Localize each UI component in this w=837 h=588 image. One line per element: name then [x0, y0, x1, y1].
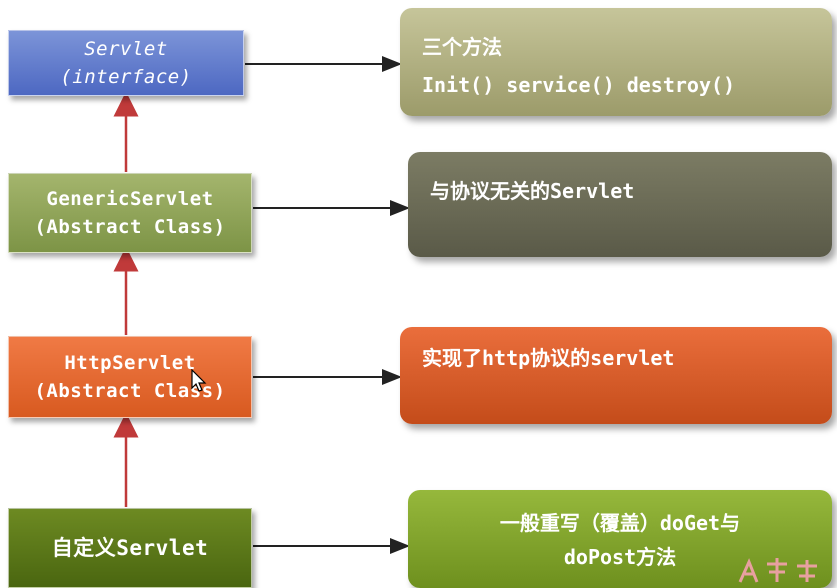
generic-servlet-kind: (Abstract Class) — [34, 216, 226, 238]
custom-note-line1: 一般重写（覆盖）doGet与 — [499, 511, 741, 535]
http-servlet-kind: (Abstract Class) — [34, 380, 226, 402]
servlet-kind: (interface) — [60, 66, 192, 88]
custom-servlet-title: 自定义Servlet — [51, 536, 209, 560]
servlet-note-heading: 三个方法 — [422, 35, 502, 59]
http-servlet-title: HttpServlet — [64, 352, 196, 374]
custom-servlet-box: 自定义Servlet — [8, 508, 252, 588]
generic-servlet-title: GenericServlet — [46, 188, 214, 210]
http-note-text: 实现了http协议的servlet — [422, 346, 675, 370]
servlet-title: Servlet — [84, 38, 168, 60]
generic-servlet-box: GenericServlet (Abstract Class) — [8, 173, 252, 253]
mouse-cursor-icon — [191, 369, 207, 392]
http-servlet-box: HttpServlet (Abstract Class) — [8, 336, 252, 418]
generic-note-card: 与协议无关的Servlet — [408, 152, 832, 257]
http-note-card: 实现了http协议的servlet — [400, 327, 832, 424]
servlet-interface-box: Servlet (interface) — [8, 30, 244, 96]
custom-note-card: 一般重写（覆盖）doGet与 doPost方法 — [408, 490, 832, 588]
custom-note-line2: doPost方法 — [563, 545, 677, 569]
generic-note-text: 与协议无关的Servlet — [430, 179, 635, 203]
watermark-logo-icon — [738, 558, 817, 583]
servlet-note-card: 三个方法 Init() service() destroy() — [400, 8, 832, 116]
servlet-note-methods: Init() service() destroy() — [422, 73, 736, 97]
